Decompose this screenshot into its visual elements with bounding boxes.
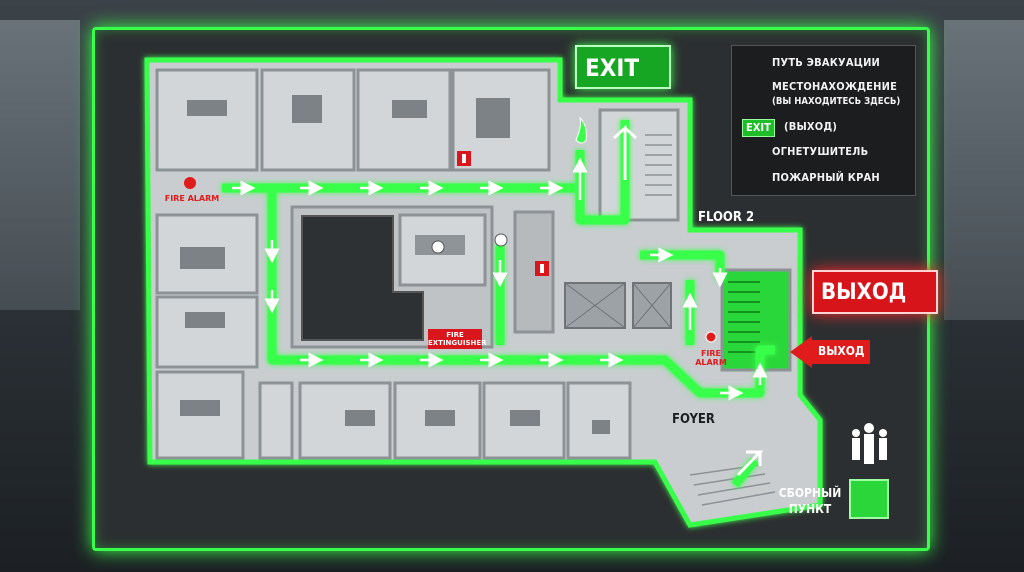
- assembly-point-label: СБОРНЫЙ ПУНКТ: [776, 485, 844, 517]
- desks: [180, 95, 610, 434]
- legend-extinguisher-row: ОГНЕТУШИТЕЛЬ: [732, 145, 915, 165]
- foyer-arrow: [736, 450, 764, 477]
- legend-hydrant-label: ПОЖАРНЫЙ КРАН: [772, 171, 880, 184]
- fire-alarm-right-line2: ALARM: [695, 358, 727, 367]
- fire-alarm-icon: [705, 331, 717, 343]
- stairs-right: [728, 281, 760, 353]
- assembly-point-square: [849, 479, 889, 519]
- hydrant-icon: [575, 116, 587, 144]
- background-window: [944, 20, 1024, 320]
- legend-location-sub: (ВЫ НАХОДИТЕСЬ ЗДЕСЬ): [772, 96, 901, 107]
- legend-route-row: ПУТЬ ЭВАКУАЦИИ: [732, 56, 915, 76]
- route-arrows: [232, 157, 768, 401]
- foyer-label: FOYER: [672, 412, 715, 427]
- legend-panel: ПУТЬ ЭВАКУАЦИИ МЕСТОНАХОЖДЕНИЕ (ВЫ НАХОД…: [731, 45, 916, 196]
- fire-alarm-right-line1: FIRE: [700, 349, 722, 358]
- legend-extinguisher-label: ОГНЕТУШИТЕЛЬ: [772, 145, 869, 158]
- fire-alarm-right-label: FIRE ALARM: [690, 349, 732, 367]
- legend-location-row: МЕСТОНАХОЖДЕНИЕ (ВЫ НАХОДИТЕСЬ ЗДЕСЬ): [732, 80, 915, 107]
- legend-hydrant-row: ПОЖАРНЫЙ КРАН: [732, 171, 915, 191]
- legend-location-label: МЕСТОНАХОЖДЕНИЕ: [772, 80, 898, 93]
- legend-exit-label: (ВЫХОД): [784, 120, 838, 133]
- people-icon: [852, 423, 887, 464]
- fire-alarm-left-label: FIRE ALARM: [164, 194, 220, 203]
- rooms-left: [155, 213, 259, 460]
- legend-exit-row: EXIT (ВЫХОД): [732, 118, 915, 138]
- assembly-line1: СБОРНЫЙ: [778, 486, 842, 500]
- exit-sign-top: EXIT: [575, 45, 671, 89]
- legend-route-label: ПУТЬ ЭВАКУАЦИИ: [772, 56, 881, 69]
- legend-exit-badge: EXIT: [742, 119, 775, 137]
- exit-sign-text: EXIT: [585, 54, 640, 82]
- assembly-line2: ПУНКТ: [788, 502, 832, 516]
- you-are-here-marker: [431, 240, 445, 254]
- fire-extinguisher-line1: FIRE: [446, 331, 464, 339]
- fire-extinguisher-line2: EXTINGUISHER: [428, 339, 487, 347]
- red-exit-arrow-label: ВЫХОД: [818, 344, 865, 358]
- exit-up-arrow: [612, 124, 638, 180]
- red-exit-arrow-icon: [790, 336, 812, 368]
- dark-atrium: [301, 215, 424, 341]
- exit-sign-right: ВЫХОД: [812, 270, 938, 314]
- floor-label: FLOOR 2: [698, 210, 755, 225]
- extinguisher-icon: [535, 261, 549, 276]
- fire-extinguisher-label: FIRE EXTINGUISHER: [428, 329, 487, 349]
- background-window: [0, 20, 80, 310]
- red-exit-label-bg: [812, 340, 870, 364]
- vyhod-sign-text: ВЫХОД: [821, 280, 907, 305]
- you-are-here-marker: [494, 233, 508, 247]
- rooms-top: [155, 68, 551, 172]
- fire-alarm-icon: [184, 177, 196, 189]
- stairs-top: [645, 134, 672, 196]
- extinguisher-icon: [457, 151, 471, 166]
